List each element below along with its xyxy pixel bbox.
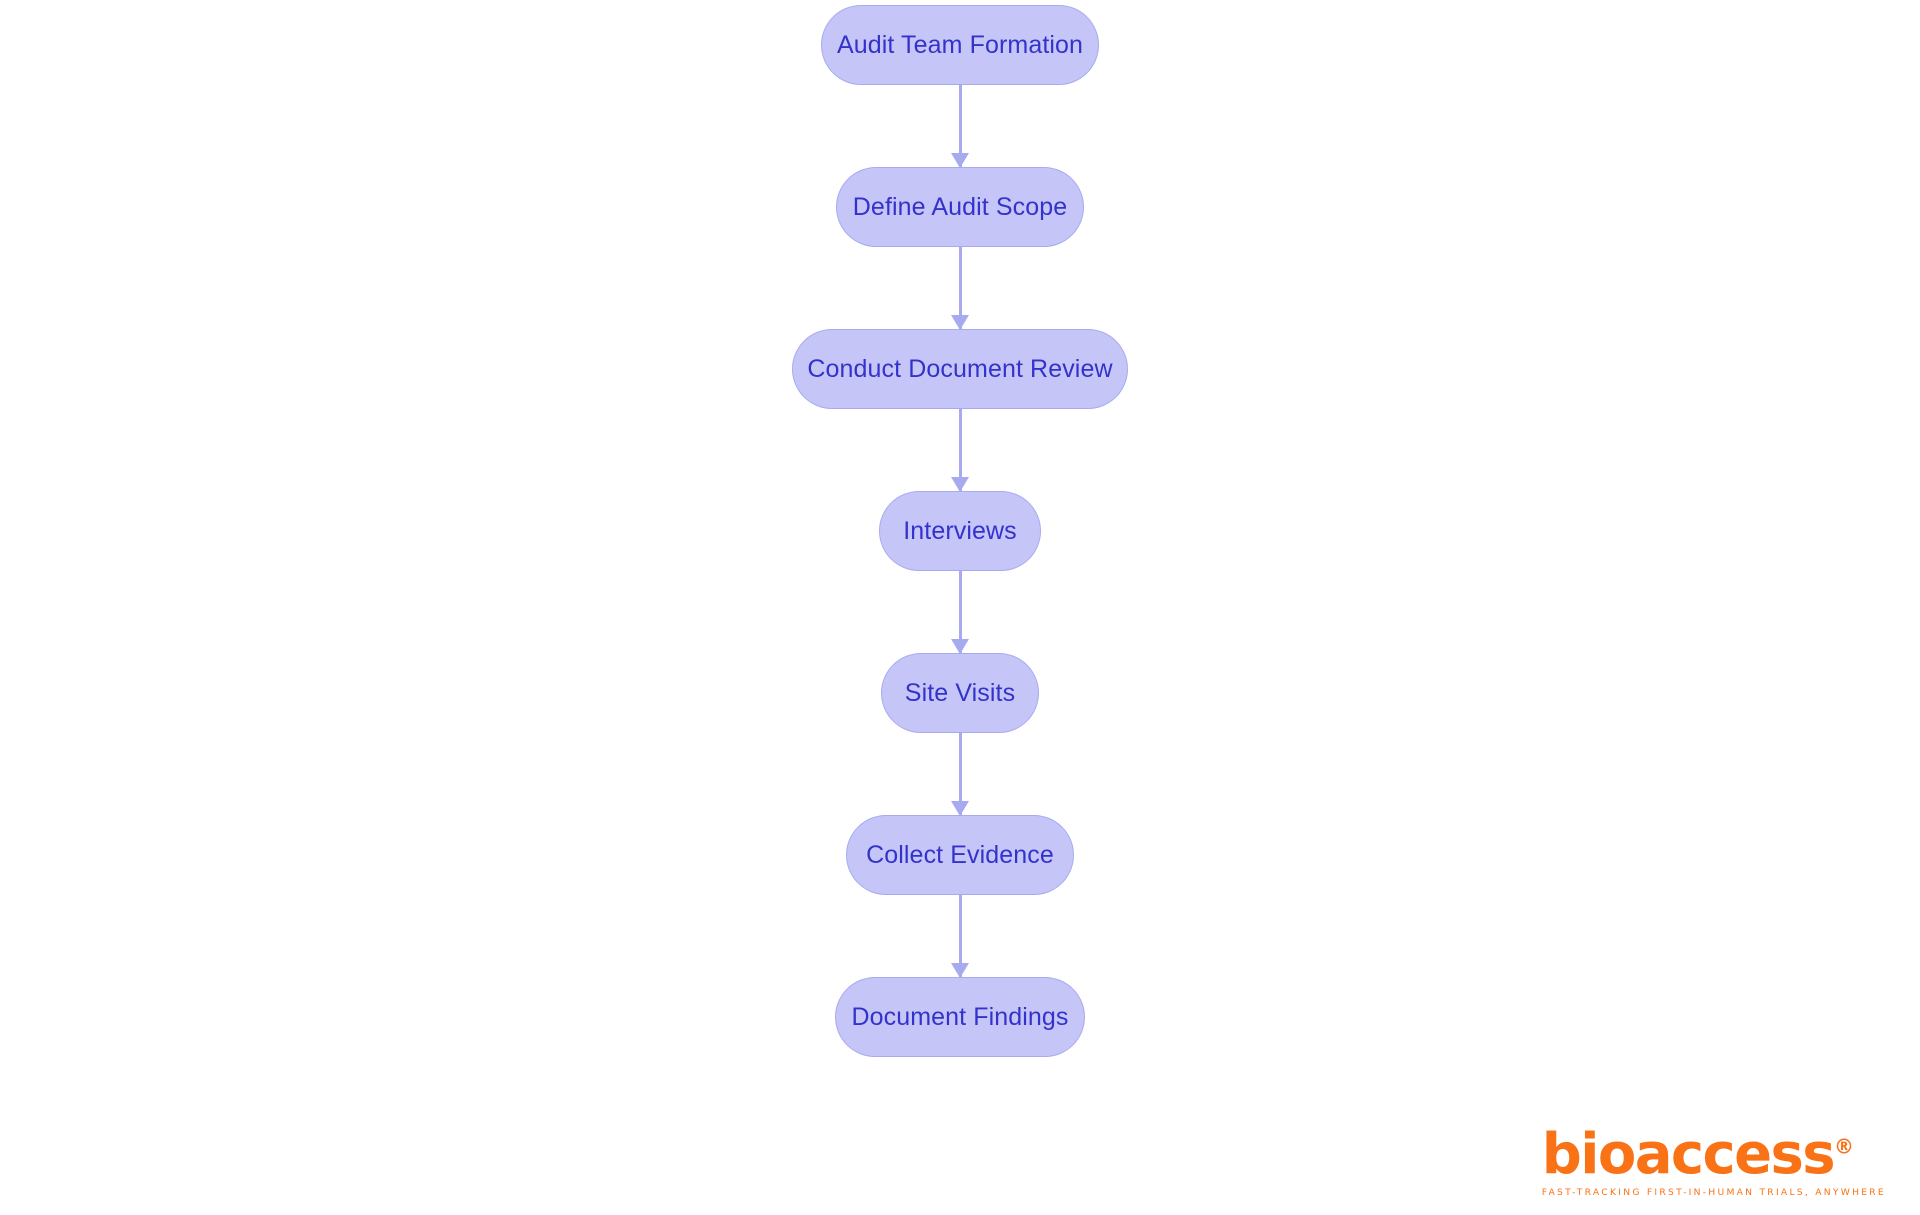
flow-connector-interviews-to-site-visits [951, 571, 969, 654]
connector-line [958, 409, 962, 491]
flow-node-interviews[interactable]: Interviews [879, 491, 1041, 571]
flow-connector-audit-team-formation-to-define-audit-scope [951, 85, 969, 168]
flow-node-conduct-document-review[interactable]: Conduct Document Review [792, 329, 1128, 409]
connector-line [958, 571, 962, 653]
flow-node-define-audit-scope[interactable]: Define Audit Scope [836, 167, 1084, 247]
arrowhead-icon [951, 477, 969, 492]
arrowhead-icon [951, 963, 969, 978]
brand-wordmark-text: bioaccess [1541, 1121, 1836, 1187]
brand-wordmark: bioaccess® [1542, 1126, 1854, 1183]
flow-node-audit-team-formation[interactable]: Audit Team Formation [821, 5, 1099, 85]
arrowhead-icon [951, 801, 969, 816]
arrowhead-icon [951, 639, 969, 654]
arrowhead-icon [951, 315, 969, 330]
bioaccess-logo: bioaccess® FAST-TRACKING FIRST-IN-HUMAN … [1541, 1126, 1886, 1198]
brand-tagline: FAST-TRACKING FIRST-IN-HUMAN TRIALS, ANY… [1541, 1186, 1886, 1198]
flow-node-site-visits[interactable]: Site Visits [881, 653, 1039, 733]
arrowhead-icon [951, 153, 969, 168]
flow-connector-site-visits-to-collect-evidence [951, 733, 969, 816]
flow-connector-define-audit-scope-to-conduct-document-review [951, 247, 969, 330]
connector-line [958, 895, 962, 977]
registered-trademark-icon: ® [1833, 1134, 1854, 1159]
connector-line [958, 247, 962, 329]
flow-node-collect-evidence[interactable]: Collect Evidence [846, 815, 1074, 895]
flow-connector-conduct-document-review-to-interviews [951, 409, 969, 492]
flow-connector-collect-evidence-to-document-findings [951, 895, 969, 978]
connector-line [958, 85, 962, 167]
connector-line [958, 733, 962, 815]
flow-node-document-findings[interactable]: Document Findings [835, 977, 1085, 1057]
